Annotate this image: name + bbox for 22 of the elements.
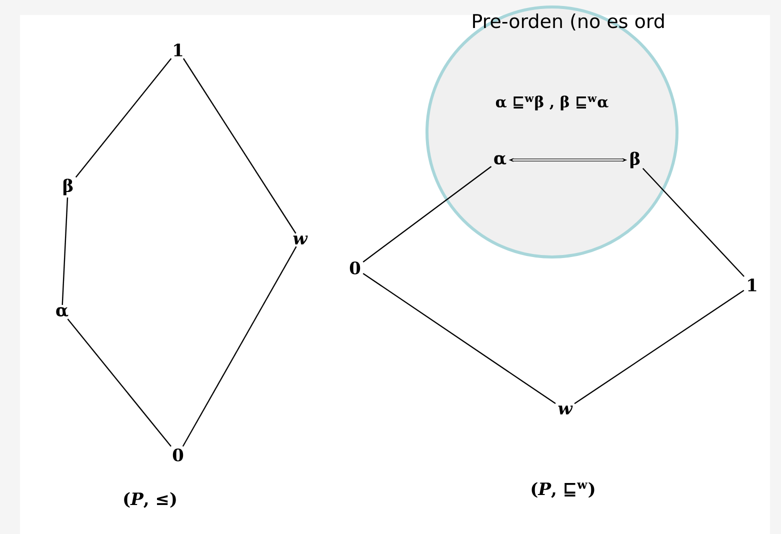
caption: (P, ≤) [124, 492, 176, 508]
handwritten-note: Pre-orden (no es ord [473, 14, 664, 30]
vertex-label: β [630, 152, 640, 168]
line [182, 58, 296, 234]
line [362, 166, 492, 262]
vertex-label: 0 [350, 262, 360, 274]
line [574, 290, 744, 404]
vertex-label: α [494, 155, 506, 164]
vertex-label: w [558, 406, 573, 414]
vertex-label: 0 [172, 448, 184, 462]
line [182, 246, 297, 447]
caption: (P, ⊑$^{w}$) [532, 482, 594, 498]
vertex-label: w [293, 236, 308, 244]
vertex-label: β [63, 178, 73, 196]
line [362, 272, 556, 404]
line [642, 168, 744, 277]
vertex-label: 1 [748, 278, 756, 292]
line [62, 197, 68, 305]
vertex-label: α [56, 307, 68, 316]
line [67, 318, 172, 447]
line [75, 58, 172, 178]
vertex-label: 1 [174, 44, 182, 56]
